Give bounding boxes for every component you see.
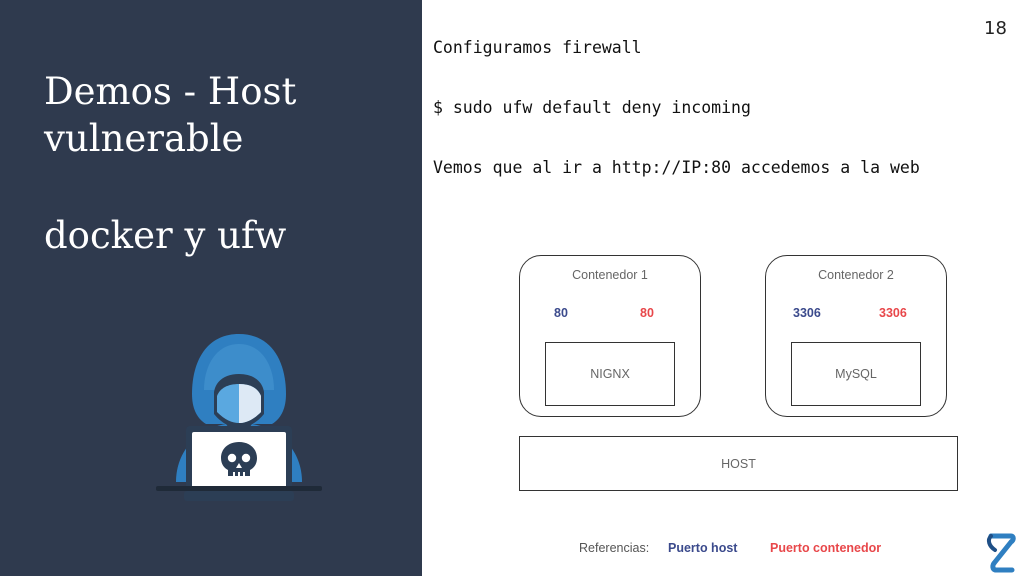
container-name: Contenedor 2 — [818, 268, 894, 282]
slide-subtitle: docker y ufw — [44, 214, 287, 257]
service-box: NIGNX — [545, 342, 675, 406]
container-port: 3306 — [879, 306, 907, 320]
container-port: 80 — [640, 306, 654, 320]
text-line-firewall: Configuramos firewall — [433, 38, 642, 57]
host-label: HOST — [721, 456, 756, 471]
host-box: HOST — [519, 436, 958, 491]
slide-title: Demos - Host vulnerable — [44, 70, 297, 160]
logo-icon — [986, 533, 1016, 573]
text-line-command: $ sudo ufw default deny incoming — [433, 98, 751, 117]
legend-host-port: Puerto host — [668, 541, 738, 555]
legend-label: Referencias: — [579, 541, 650, 555]
hacker-icon — [156, 334, 322, 501]
container-1: Contenedor 1 80 80 NIGNX — [519, 255, 701, 417]
left-panel: Demos - Host vulnerable docker y ufw — [0, 0, 422, 576]
host-port: 3306 — [793, 306, 821, 320]
text-line-web: Vemos que al ir a http://IP:80 accedemos… — [433, 158, 920, 177]
service-box: MySQL — [791, 342, 921, 406]
skull-icon — [221, 442, 257, 476]
container-name: Contenedor 1 — [572, 268, 648, 282]
host-port: 80 — [554, 306, 568, 320]
legend-container-port: Puerto contenedor — [770, 541, 882, 555]
page-number: 18 — [984, 18, 1007, 39]
container-2: Contenedor 2 3306 3306 MySQL — [765, 255, 947, 417]
